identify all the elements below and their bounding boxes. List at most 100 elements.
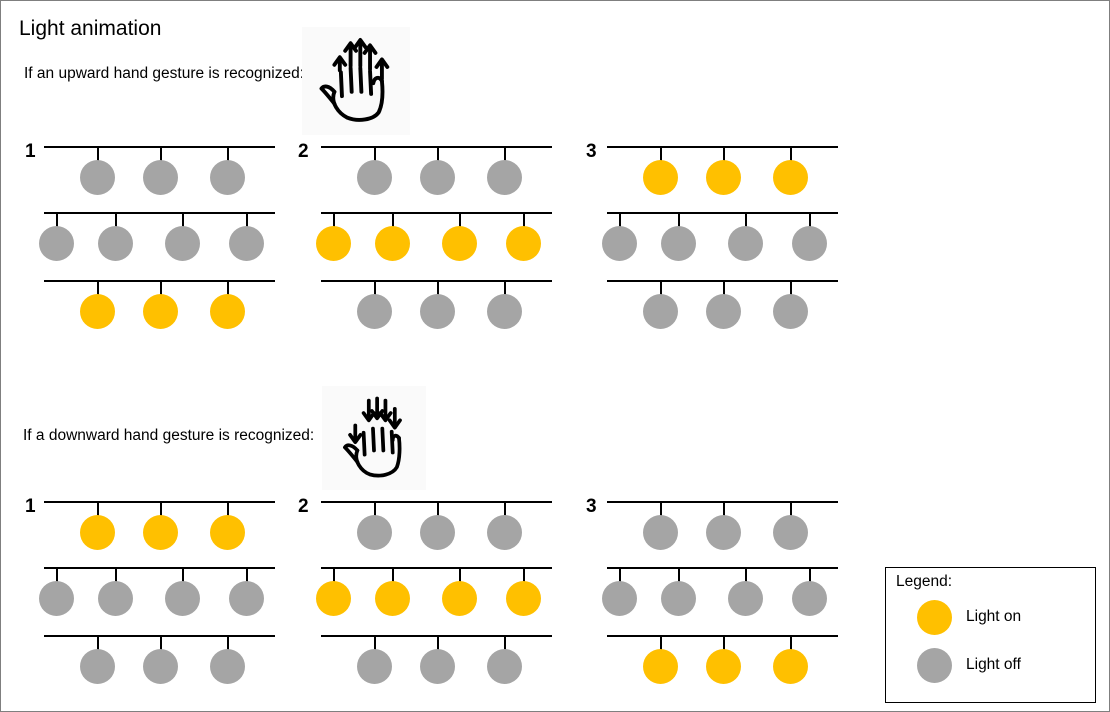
light-bar [44, 567, 275, 569]
light-cord [159, 147, 162, 163]
downward-gesture-prompt: If a downward hand gesture is recognized… [23, 427, 315, 444]
light-on [706, 649, 741, 684]
light-cord [722, 147, 725, 163]
light-bar [321, 212, 552, 214]
light-off [80, 160, 115, 195]
step-number-label: 2 [298, 141, 309, 162]
light-off [357, 294, 392, 329]
light-bar [607, 567, 838, 569]
light-off [773, 515, 808, 550]
light-off [165, 226, 200, 261]
light-off [39, 581, 74, 616]
light-cord [722, 636, 725, 652]
light-off [210, 160, 245, 195]
light-off [602, 226, 637, 261]
light-off [357, 649, 392, 684]
light-cord [789, 281, 792, 297]
light-on-swatch [917, 600, 952, 635]
light-on [316, 581, 351, 616]
step-number-label: 3 [586, 496, 597, 517]
light-cord [659, 636, 662, 652]
light-off [792, 226, 827, 261]
step-number-label: 3 [586, 141, 597, 162]
light-cord [503, 502, 506, 518]
light-cord [659, 147, 662, 163]
light-cord [96, 636, 99, 652]
light-bar [321, 567, 552, 569]
light-cord [226, 636, 229, 652]
light-off [643, 515, 678, 550]
light-off [357, 160, 392, 195]
light-cord [503, 281, 506, 297]
light-on [773, 160, 808, 195]
hand-swipe-up-icon [302, 27, 410, 135]
light-on [375, 226, 410, 261]
legend-box: Legend: Light on Light off [885, 567, 1096, 703]
light-on [506, 581, 541, 616]
light-off-swatch [917, 648, 952, 683]
light-off [420, 160, 455, 195]
light-cord [659, 502, 662, 518]
light-off [602, 581, 637, 616]
light-off [487, 649, 522, 684]
light-cord [503, 636, 506, 652]
light-cord [458, 568, 461, 584]
light-off [643, 294, 678, 329]
step-number-label: 1 [25, 141, 36, 162]
light-cord [373, 147, 376, 163]
light-cord [226, 502, 229, 518]
light-cord [96, 147, 99, 163]
light-on [210, 294, 245, 329]
upward-gesture-prompt: If an upward hand gesture is recognized: [24, 65, 305, 82]
light-on [143, 515, 178, 550]
light-on [506, 226, 541, 261]
light-cord [436, 636, 439, 652]
light-cord [55, 213, 58, 229]
light-off [165, 581, 200, 616]
light-cord [808, 213, 811, 229]
light-on [143, 294, 178, 329]
light-off [487, 294, 522, 329]
light-cord [789, 636, 792, 652]
light-cord [245, 568, 248, 584]
light-cord [436, 281, 439, 297]
light-cord [373, 636, 376, 652]
light-cord [436, 502, 439, 518]
light-cord [458, 213, 461, 229]
light-off [98, 581, 133, 616]
light-cord [677, 568, 680, 584]
light-cord [391, 213, 394, 229]
legend-title: Legend: [896, 573, 953, 590]
light-cord [114, 213, 117, 229]
light-on [375, 581, 410, 616]
light-on [80, 294, 115, 329]
light-cord [436, 147, 439, 163]
light-on [643, 649, 678, 684]
light-off [357, 515, 392, 550]
light-cord [618, 568, 621, 584]
light-cord [55, 568, 58, 584]
light-cord [789, 147, 792, 163]
light-on [706, 160, 741, 195]
light-cord [808, 568, 811, 584]
light-cord [373, 281, 376, 297]
light-cord [226, 147, 229, 163]
hand-swipe-down-icon [322, 386, 426, 490]
light-on [210, 515, 245, 550]
light-off [728, 581, 763, 616]
light-bar [607, 212, 838, 214]
light-on [316, 226, 351, 261]
light-bar [44, 212, 275, 214]
light-off [487, 160, 522, 195]
light-cord [789, 502, 792, 518]
light-cord [332, 568, 335, 584]
legend-label-light-on: Light on [966, 608, 1022, 625]
light-on [442, 581, 477, 616]
light-off [420, 294, 455, 329]
step-number-label: 2 [298, 496, 309, 517]
light-off [792, 581, 827, 616]
light-on [773, 649, 808, 684]
light-cord [659, 281, 662, 297]
light-cord [96, 502, 99, 518]
light-cord [618, 213, 621, 229]
